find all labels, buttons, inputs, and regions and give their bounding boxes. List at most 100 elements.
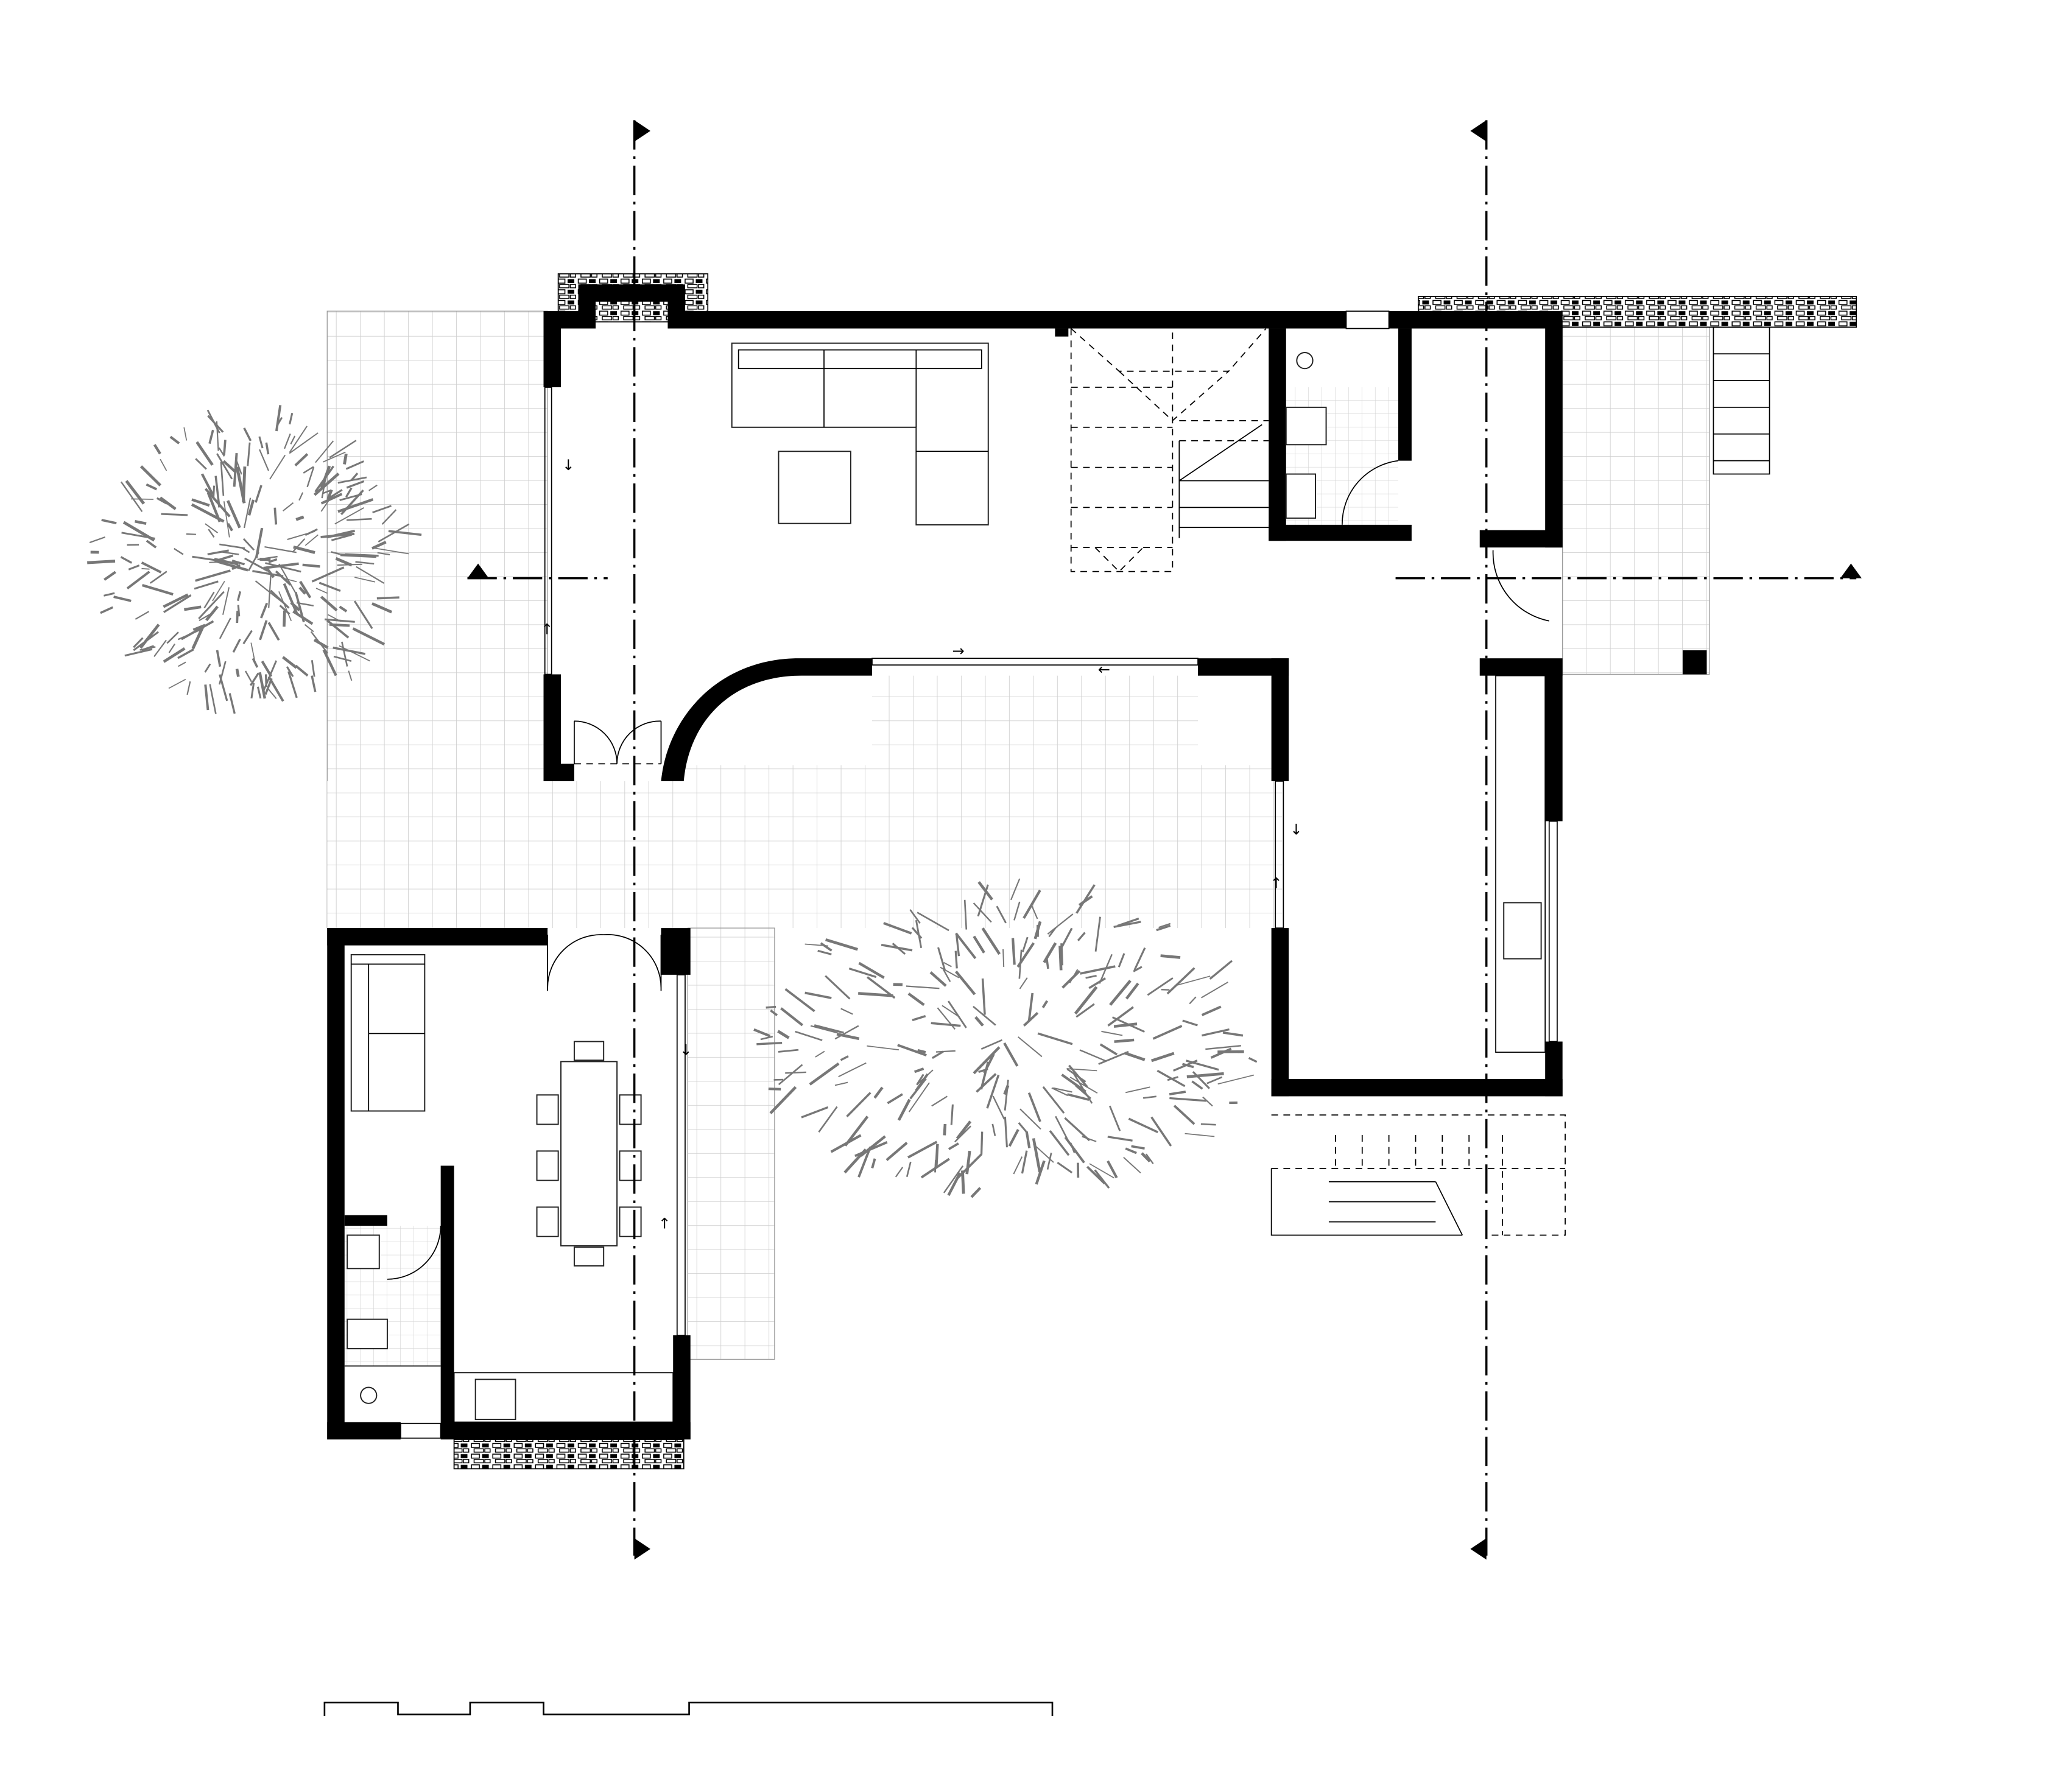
tree-branch [216,560,248,572]
tree-branch [777,1030,790,1039]
tree-branch [141,561,162,574]
slide-arrow-down-3: ↓ [680,1041,692,1058]
slide-arrow-up-3: ↑ [658,1215,671,1232]
tree-branch [867,1045,899,1050]
tree-branch [265,442,270,455]
tree-branch [368,484,378,491]
tree-branch [1158,922,1171,929]
tree-branch [339,645,370,662]
tree-branch [955,1153,983,1181]
tree-branch [124,648,153,657]
tree-branch [223,501,230,538]
tree-branch [981,927,1001,955]
tree-branch [857,1147,871,1178]
tree-branch [319,582,341,592]
tree-branch [1075,884,1096,914]
tree-branch [104,571,116,581]
tree-branch [1023,890,1041,919]
tree-branch [965,1150,971,1175]
tree-branch [973,935,985,954]
tree-branch [914,1067,924,1073]
tree-branch [329,489,343,499]
tree-branch [159,496,177,510]
tree-branch [1003,1042,1019,1067]
tree-branch [283,583,298,614]
coffee-table [778,451,851,524]
tree-branch [335,557,353,567]
tree-branch [1077,932,1086,941]
tree-branch [263,562,299,569]
tree-branch [219,543,245,549]
tree-branch [1114,1038,1135,1043]
tree-branch [212,580,225,602]
tree-branch [356,566,385,584]
tree-branch [1088,977,1106,989]
tree-branch [1133,966,1142,972]
tree-branch [1032,1138,1041,1173]
tree-branch [1035,1160,1046,1185]
tree-branch [817,949,832,955]
tree-branch [220,462,225,496]
tree-branch [1200,1123,1216,1126]
tree-branch [278,591,292,622]
tree-branch [284,433,291,449]
tree-branch [100,606,114,614]
tree-branch [780,1007,804,1027]
tree-branch [1057,1161,1073,1174]
tree-branch [186,681,191,695]
tree-branch [305,534,319,546]
tree-branch [324,618,355,623]
tree-branch [1142,1095,1156,1099]
sectional-sofa [731,342,989,525]
tree-branch [289,432,319,454]
tree-branch [996,905,1007,924]
tree-branch [1118,953,1125,968]
tree-branch [282,656,298,669]
bottom-stone-wall [453,1439,685,1470]
tree-branch [198,591,225,620]
tree-branch [194,580,219,590]
tree-branch [273,507,278,525]
tree-branch [207,415,224,433]
tree-branch [916,1073,924,1086]
tree-branch [104,592,115,597]
tree-branch [1182,1019,1198,1027]
tree-branch [1113,1022,1138,1028]
tree-branch [298,492,304,501]
tree-branch [205,523,219,533]
tree-branch [1061,1073,1086,1093]
tree-branch [1004,1116,1008,1148]
tree-branch [1055,1116,1070,1143]
tree-branch [287,671,298,698]
tree-branch [1202,1096,1213,1107]
tree-branch [339,605,348,613]
tree-branch [183,427,188,441]
tree-branch [1041,1000,1049,1008]
tree-branch [311,566,345,583]
tree-branch [333,655,352,662]
tree-branch [1023,1011,1039,1027]
tree-branch [1089,1163,1114,1179]
tree-branch [1167,1076,1178,1081]
tree-branch [139,465,161,487]
tree-branch [895,1167,904,1178]
tree-branch [1107,1160,1118,1179]
tree-branch [1125,1147,1137,1154]
tree-branch [149,571,167,584]
windows [329,311,1558,1439]
tree-canopy [87,405,422,714]
tree-branch [205,605,219,622]
tree-branch [917,912,949,932]
tree-branch [153,639,167,657]
tree-branch [838,1062,867,1078]
tree-branch [113,596,132,602]
tree-branch [313,638,329,649]
tree-branch [311,660,315,677]
tree-branch [769,1086,797,1114]
tree-branch [256,686,262,699]
slide-arrow-right: → [952,642,965,659]
tree-branch [1030,904,1038,919]
tree-branch [1010,878,1021,901]
tree-branch [320,465,331,488]
tree-branch [311,675,317,692]
